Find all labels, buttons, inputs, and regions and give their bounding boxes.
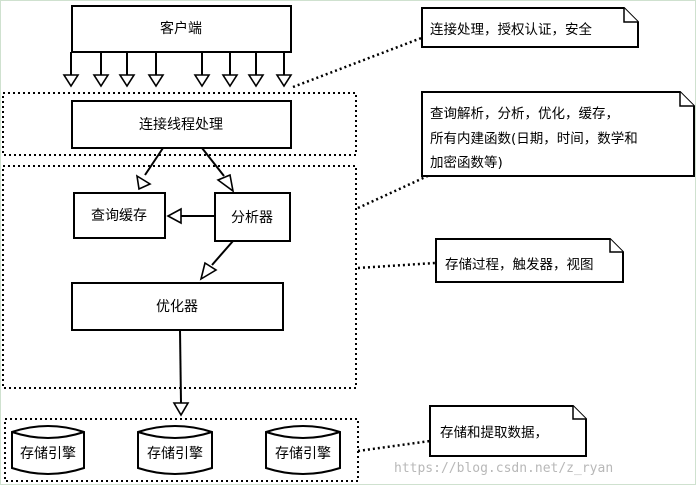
arrow-analyzer-to-optimizer-head (199, 261, 218, 281)
storage-engine: 存储引擎 (11, 425, 85, 475)
storage-engine-cylinder (137, 425, 213, 475)
client-arrow-head (247, 74, 265, 88)
connection-layer-region (2, 92, 357, 156)
note-stored-fold (609, 239, 623, 253)
client-label: 客户端 (160, 20, 202, 37)
connection-thread-label: 连接线程处理 (139, 116, 223, 133)
note-stored-body (435, 238, 624, 283)
arrow-optimizer-to-storage (179, 329, 182, 404)
storage-engine-cylinder (265, 425, 341, 475)
query-cache-box (73, 192, 166, 239)
note-parsing-line-1: 查询解析，分析，优化，缓存， (430, 106, 619, 122)
arrow-analyzer-to-optimizer (211, 240, 234, 266)
note-connection-fold (623, 8, 638, 23)
client-arrow-head (92, 74, 110, 88)
client-arrow-head (193, 74, 211, 88)
arrow-to-analyzer (201, 147, 225, 177)
arrow-analyzer-to-cache-head (166, 207, 182, 225)
analyzer-label: 分析器 (231, 210, 273, 226)
note-storage-fold (572, 406, 586, 420)
client-box (71, 5, 292, 53)
client-arrows (62, 52, 293, 88)
storage-engine-label: 存储引擎 (20, 446, 76, 462)
storage-engine: 存储引擎 (137, 425, 213, 475)
link-connection-note (292, 35, 425, 89)
link-storage-note (357, 439, 431, 453)
note-parsing-line-3: 加密函数等) (430, 154, 503, 171)
note-parsing-fold (679, 92, 694, 107)
client-arrow-head (221, 74, 239, 88)
connection-thread-box (71, 100, 292, 149)
note-connection-text: 连接处理，授权认证，安全 (430, 21, 592, 38)
storage-engine-rim (137, 431, 213, 439)
arrow-to-analyzer-head (216, 173, 235, 193)
note-storage-body (429, 405, 587, 457)
note-parsing: 查询解析，分析，优化，缓存， 所有内建函数(日期，时间，数学和 加密函数等) (421, 91, 695, 177)
storage-engine-cylinder (11, 425, 85, 475)
arrow-to-query-cache (144, 147, 164, 176)
arrow-optimizer-to-storage-head (172, 402, 190, 417)
storage-engine-label: 存储引擎 (275, 446, 331, 462)
client-arrow-head (62, 74, 80, 88)
analyzer-box (214, 192, 291, 242)
query-cache-label: 查询缓存 (91, 208, 147, 224)
arrow-to-query-cache-head (135, 174, 152, 191)
client-arrow-head (118, 74, 136, 88)
client-arrow-head (275, 74, 293, 88)
note-storage-text: 存储和提取数据， (440, 425, 548, 441)
client-arrow-head (147, 74, 165, 88)
link-parsing-note (357, 166, 446, 210)
watermark-text: https://blog.csdn.net/z_ryan (394, 461, 613, 476)
note-connection: 连接处理，授权认证，安全 (421, 7, 639, 48)
storage-layer-region (4, 418, 359, 482)
optimizer-box (71, 282, 284, 331)
storage-engine-rim (265, 431, 341, 439)
storage-engine-label: 存储引擎 (147, 446, 203, 462)
storage-engine-rim (11, 431, 85, 439)
note-stored: 存储过程，触发器，视图 (435, 238, 624, 283)
optimizer-label: 优化器 (156, 299, 198, 315)
link-stored-note (357, 261, 436, 270)
server-layer-region (2, 165, 357, 389)
storage-engine: 存储引擎 (265, 425, 341, 475)
note-parsing-line-2: 所有内建函数(日期，时间，数学和 (430, 131, 638, 147)
note-connection-body (421, 7, 639, 48)
note-stored-text: 存储过程，触发器，视图 (445, 257, 594, 273)
note-storage: 存储和提取数据， (429, 405, 587, 457)
note-parsing-body (421, 91, 695, 177)
